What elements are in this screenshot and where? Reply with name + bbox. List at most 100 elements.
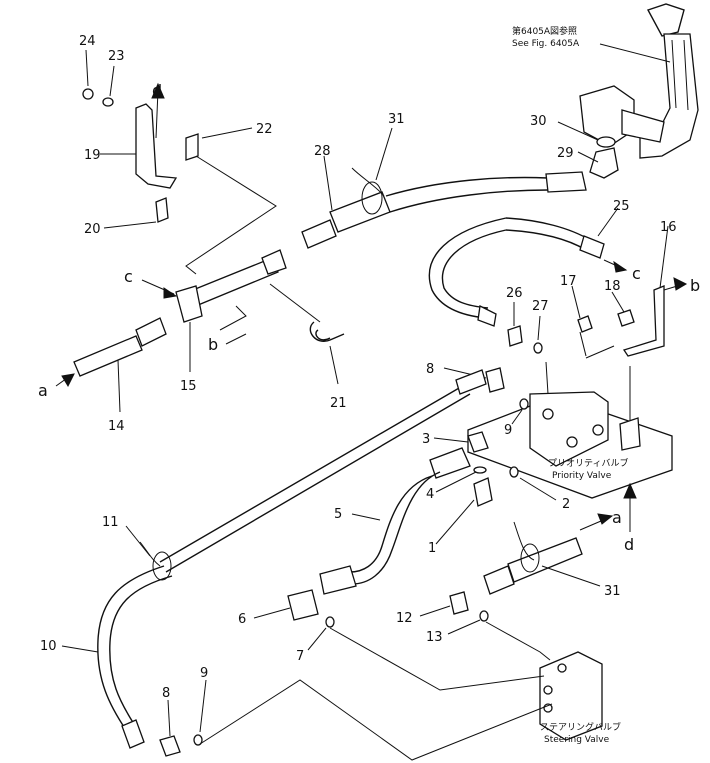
leader-14 xyxy=(117,359,121,413)
part-3-elbow xyxy=(467,431,489,453)
guide-b-left xyxy=(219,305,247,331)
part-10-pipe xyxy=(97,565,173,731)
part-11-clamp-ring xyxy=(152,551,172,581)
part-29-elbow xyxy=(589,147,619,179)
part-19-bracket xyxy=(135,103,178,189)
callout-15: 15 xyxy=(180,379,197,394)
part-16-bracket xyxy=(622,285,665,357)
part-25-hose xyxy=(428,217,605,327)
leader-22 xyxy=(201,127,253,139)
leader-10 xyxy=(61,645,99,653)
callout-4: 4 xyxy=(426,487,434,502)
leader-12 xyxy=(419,605,451,617)
callout-3: 3 xyxy=(422,432,430,447)
part-9-oring-upper xyxy=(519,398,529,410)
part-22-plate xyxy=(185,133,199,161)
part-10-pipe-end xyxy=(121,719,145,749)
callout-8-lower: 8 xyxy=(162,686,170,701)
callout-29: 29 xyxy=(557,146,574,161)
letter-c-left: c xyxy=(124,267,133,286)
leader-16 xyxy=(659,225,669,289)
priority-valve-label-jp: プリオリティバルブ xyxy=(548,457,628,469)
part-15-pipe xyxy=(175,249,287,323)
callout-27: 27 xyxy=(532,299,549,314)
part-30-oring xyxy=(596,136,616,148)
callout-23: 23 xyxy=(108,49,125,64)
callout-25: 25 xyxy=(613,199,630,214)
long-pipe xyxy=(159,383,471,573)
arrow-b-right-head xyxy=(673,277,688,291)
arrow-a-left-head xyxy=(61,373,75,388)
part-2-oring xyxy=(509,466,519,478)
letter-d-right: d xyxy=(624,535,634,554)
part-4-washer xyxy=(473,466,487,474)
part-28-hose xyxy=(301,171,587,249)
callout-16: 16 xyxy=(660,220,677,235)
callout-9-lower: 9 xyxy=(200,666,208,681)
steering-valve-label-en: Steering Valve xyxy=(544,735,610,745)
leader-11 xyxy=(125,525,151,557)
part-26-fitting xyxy=(507,325,523,347)
callout-10: 10 xyxy=(40,639,57,654)
callout-28: 28 xyxy=(314,144,331,159)
guide-7-steering xyxy=(329,627,545,691)
part-12-elbow xyxy=(449,591,469,615)
part-31-clamp-lower xyxy=(513,521,535,561)
leader-13 xyxy=(447,619,481,635)
leader-6 xyxy=(253,607,291,619)
steering-valve xyxy=(539,651,603,741)
callout-24: 24 xyxy=(79,34,96,49)
leader-9a xyxy=(511,409,523,425)
callout-2: 2 xyxy=(562,497,570,512)
leader-23 xyxy=(109,65,115,97)
callout-12: 12 xyxy=(396,611,413,626)
leader-28 xyxy=(323,155,333,211)
part-27-oring xyxy=(533,342,543,354)
arrow-d-right-head xyxy=(623,482,637,499)
callout-18: 18 xyxy=(604,279,621,294)
fig-ref-jp: 第6405A図参照 xyxy=(512,25,577,37)
leader-24 xyxy=(85,49,89,87)
guide-17-16 xyxy=(585,345,615,359)
callout-21: 21 xyxy=(330,396,347,411)
part-23-washer xyxy=(102,97,114,107)
callout-13: 13 xyxy=(426,630,443,645)
callout-11: 11 xyxy=(102,515,119,530)
part-17-shank xyxy=(579,331,587,357)
part-8-elbow-lower xyxy=(159,735,181,757)
leader-7 xyxy=(307,627,327,651)
leader-31a xyxy=(375,127,393,181)
leader-27 xyxy=(537,315,541,341)
callout-7: 7 xyxy=(296,649,304,664)
part-5-hose xyxy=(319,447,471,595)
arrow-d-top-head xyxy=(151,82,165,99)
part-8-elbow-upper xyxy=(485,367,505,393)
guide-9-steering xyxy=(199,679,553,761)
leader-8b xyxy=(167,699,171,737)
callout-31-lower: 31 xyxy=(604,584,621,599)
fig-ref-en: See Fig. 6405A xyxy=(512,39,580,49)
letter-b-right: b xyxy=(690,276,700,295)
fig-ref-leader xyxy=(599,43,671,63)
callout-19: 19 xyxy=(84,148,101,163)
guide-15-21 xyxy=(269,283,321,323)
arrow-c-right-head xyxy=(613,260,628,273)
guide-27-valve xyxy=(545,361,549,395)
upper-pipe-assembly xyxy=(579,3,699,159)
part-1-elbow xyxy=(473,477,493,507)
leader-29 xyxy=(577,151,599,163)
part-9-oring-lower xyxy=(193,734,203,746)
callout-8-upper: 8 xyxy=(426,362,434,377)
callout-14: 14 xyxy=(108,419,125,434)
part-31-clamp-lower-ring xyxy=(520,543,540,573)
leader-4 xyxy=(435,471,477,493)
callout-26: 26 xyxy=(506,286,523,301)
leader-9b xyxy=(199,679,207,733)
arrow-c-left-head xyxy=(163,287,178,299)
letter-d-top: d xyxy=(152,81,162,100)
priority-valve-label-en: Priority Valve xyxy=(552,471,612,481)
letter-c-right: c xyxy=(632,264,641,283)
arrow-a-right-head xyxy=(597,513,614,525)
letter-b-left: b xyxy=(208,335,218,354)
